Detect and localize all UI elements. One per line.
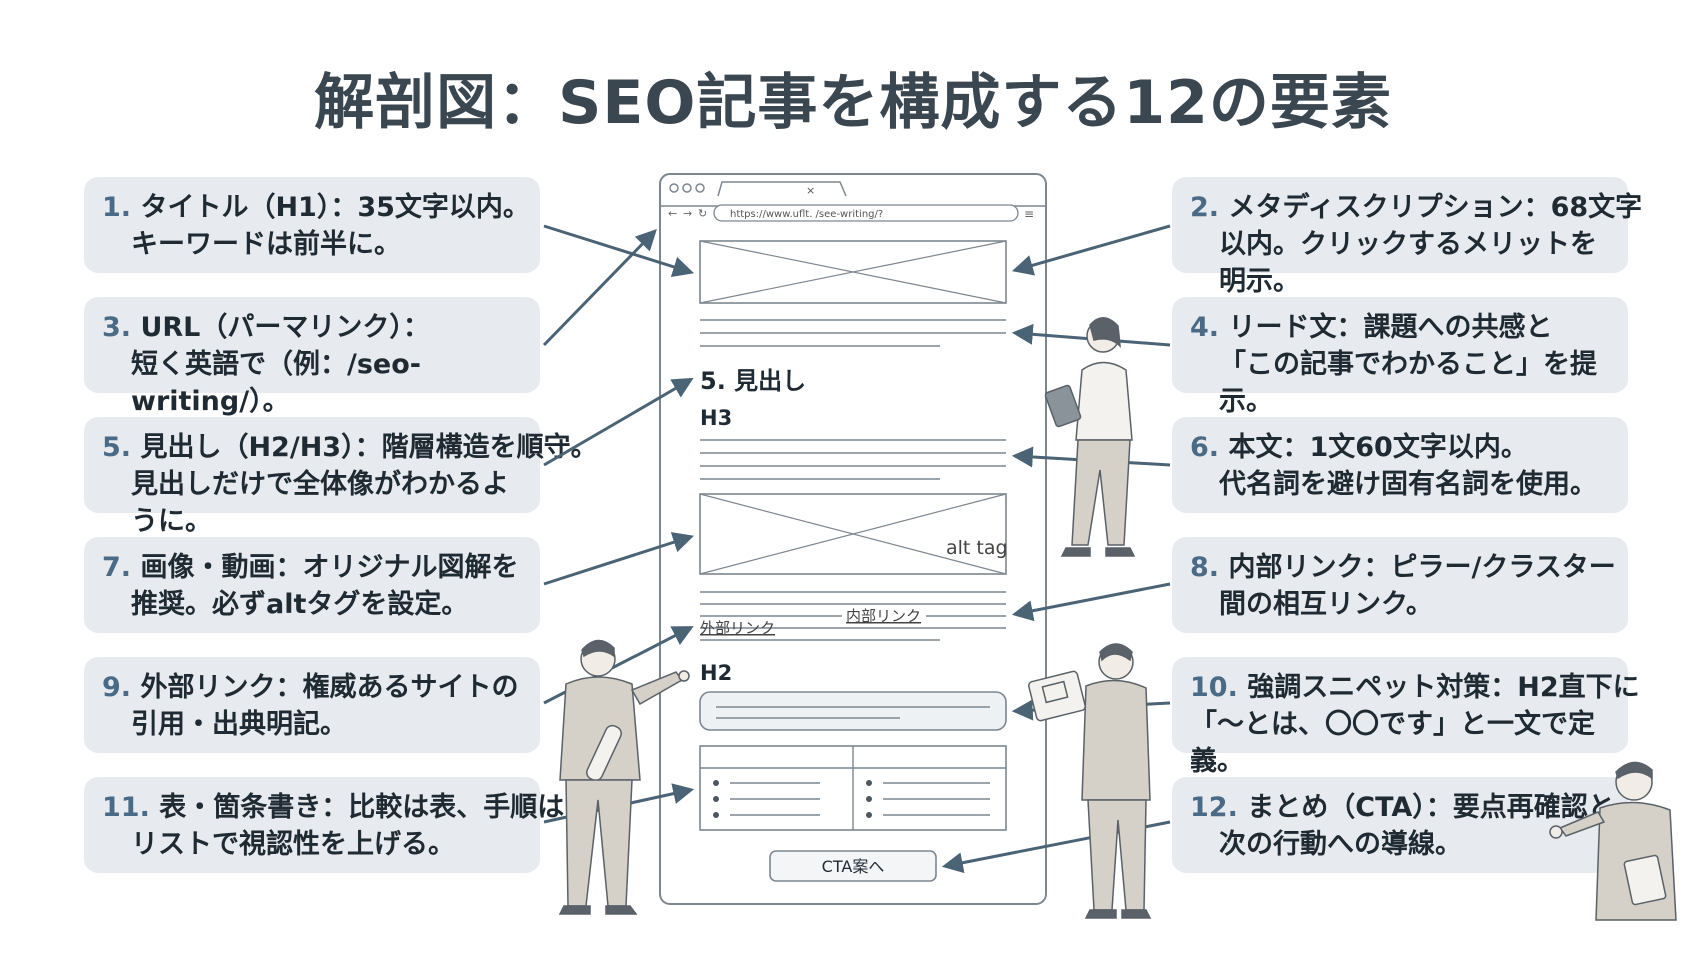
card-9-external-links: 9. 外部リンク：権威あるサイトの 引用・出典明記。 xyxy=(84,657,540,753)
card-line1: 内部リンク：ピラー/クラスター xyxy=(1228,552,1616,583)
inline-image-placeholder xyxy=(699,493,1007,575)
page-title: 解剖図：SEO記事を構成する12の要素 xyxy=(314,68,1392,138)
card-number: 7. xyxy=(102,552,132,583)
card-6-body: 6. 本文：1文60文字以内。 代名詞を避け固有名詞を使用。 xyxy=(1172,417,1628,513)
menu-icon: ≡ xyxy=(1024,207,1034,221)
snippet-box xyxy=(699,691,1007,731)
card-2-meta-description: 2. メタディスクリプション：68文字 以内。クリックするメリットを明示。 xyxy=(1172,177,1642,297)
external-link-label: 外部リンク xyxy=(700,619,775,637)
card-line1: URL（パーマリンク）： xyxy=(140,312,430,343)
arrow-1 xyxy=(543,224,695,277)
card-line2: 次の行動への導線。 xyxy=(1219,829,1462,860)
reload-icon: ↻ xyxy=(698,207,707,220)
card-number: 1. xyxy=(102,192,132,223)
cta-button-label: CTA案へ xyxy=(822,857,885,876)
back-icon: ← xyxy=(668,207,677,220)
card-line2: 間の相互リンク。 xyxy=(1219,589,1433,620)
card-line1: メタディスクリプション：68文字 xyxy=(1228,192,1643,223)
card-1-title: 1. タイトル（H1）：35文字以内。 キーワードは前半に。 xyxy=(84,177,540,273)
card-line1: リード文：課題への共感と xyxy=(1228,312,1553,343)
card-number: 10. xyxy=(1190,672,1238,703)
card-line2: 以内。クリックするメリットを明示。 xyxy=(1219,229,1597,297)
window-dot-icon xyxy=(682,183,692,193)
heading-label: 5. 見出し xyxy=(700,367,806,395)
card-5-headings: 5. 見出し（H2/H3）：階層構造を順守。 見出しだけで全体像がわかるように。 xyxy=(84,417,598,537)
card-line2: 「この記事でわかること」を提示。 xyxy=(1219,349,1597,417)
browser-tab xyxy=(717,181,847,197)
man-pointing-illustration xyxy=(558,639,690,915)
card-line1: タイトル（H1）：35文字以内。 xyxy=(140,192,530,223)
card-11-tables-lists: 11. 表・箇条書き：比較は表、手順は リストで視認性を上げる。 xyxy=(84,777,564,873)
hero-image-placeholder xyxy=(699,240,1007,304)
lead-text-lines xyxy=(700,319,1006,347)
arrow-5 xyxy=(543,377,694,467)
arrow-2 xyxy=(1011,224,1171,276)
card-line1: 外部リンク：権威あるサイトの xyxy=(140,672,519,703)
body-text-lines xyxy=(700,439,1006,480)
card-12-summary-cta: 12. まとめ（CTA）：要点再確認と、 次の行動への導線。 xyxy=(1172,777,1641,873)
card-line2: 見出しだけで全体像がわかるように。 xyxy=(131,469,509,537)
card-3-url: 3. URL（パーマリンク）： 短く英語で（例：/seo-writing/）。 xyxy=(84,297,540,417)
address-bar xyxy=(713,204,1019,222)
card-number: 2. xyxy=(1190,192,1220,223)
h3-label: H3 xyxy=(700,406,732,430)
card-number: 4. xyxy=(1190,312,1220,343)
card-line2: 代名詞を避け固有名詞を使用。 xyxy=(1219,469,1597,500)
arrow-3 xyxy=(542,228,657,347)
arrow-7 xyxy=(543,532,694,586)
browser-mockup: × ← → ↻ https://www.uflt. /see-writing/?… xyxy=(659,173,1047,905)
man-presenting-illustration xyxy=(1549,761,1677,921)
card-line1: まとめ（CTA）：要点再確認と、 xyxy=(1247,792,1641,823)
card-line1: 画像・動画：オリジナル図解を xyxy=(140,552,519,583)
internal-link-label: 内部リンク xyxy=(846,607,921,625)
window-dot-icon xyxy=(695,183,705,193)
card-line2: 推奨。必ずaltタグを設定。 xyxy=(131,589,469,620)
card-number: 9. xyxy=(102,672,132,703)
link-text-lines xyxy=(700,591,1006,641)
card-number: 12. xyxy=(1190,792,1238,823)
alt-tag-label: alt tag xyxy=(946,537,1008,559)
card-number: 3. xyxy=(102,312,132,343)
address-bar-url: https://www.uflt. /see-writing/? xyxy=(730,209,883,220)
man-with-tablet-illustration xyxy=(1028,643,1152,919)
card-number: 11. xyxy=(102,792,150,823)
h2-label: H2 xyxy=(700,661,732,685)
card-line2: リストで視認性を上げる。 xyxy=(131,829,455,860)
card-number: 8. xyxy=(1190,552,1220,583)
card-8-internal-links: 8. 内部リンク：ピラー/クラスター 間の相互リンク。 xyxy=(1172,537,1628,633)
card-7-images: 7. 画像・動画：オリジナル図解を 推奨。必ずaltタグを設定。 xyxy=(84,537,540,633)
table-list-placeholder xyxy=(699,745,1007,831)
card-line2: 「〜とは、〇〇です」と一文で定義。 xyxy=(1190,709,1595,777)
card-10-featured-snippet: 10. 強調スニペット対策：H2直下に 「〜とは、〇〇です」と一文で定義。 xyxy=(1172,657,1640,777)
card-number: 6. xyxy=(1190,432,1220,463)
window-dot-icon xyxy=(669,183,679,193)
tab-close-icon: × xyxy=(806,184,815,197)
card-line2: 引用・出典明記。 xyxy=(131,709,347,740)
forward-icon: → xyxy=(683,207,692,220)
card-line1: 表・箇条書き：比較は表、手順は xyxy=(159,792,565,823)
card-line1: 本文：1文60文字以内。 xyxy=(1228,432,1528,463)
card-line1: 見出し（H2/H3）：階層構造を順守。 xyxy=(140,432,598,463)
card-line1: 強調スニペット対策：H2直下に xyxy=(1247,672,1640,703)
card-number: 5. xyxy=(102,432,132,463)
card-line2: 短く英語で（例：/seo-writing/）。 xyxy=(131,349,421,417)
cta-button xyxy=(769,850,937,882)
card-line2: キーワードは前半に。 xyxy=(131,229,401,260)
woman-with-tablet-illustration xyxy=(1044,317,1136,557)
card-4-lead: 4. リード文：課題への共感と 「この記事でわかること」を提示。 xyxy=(1172,297,1628,417)
arrow-8 xyxy=(1011,582,1171,622)
